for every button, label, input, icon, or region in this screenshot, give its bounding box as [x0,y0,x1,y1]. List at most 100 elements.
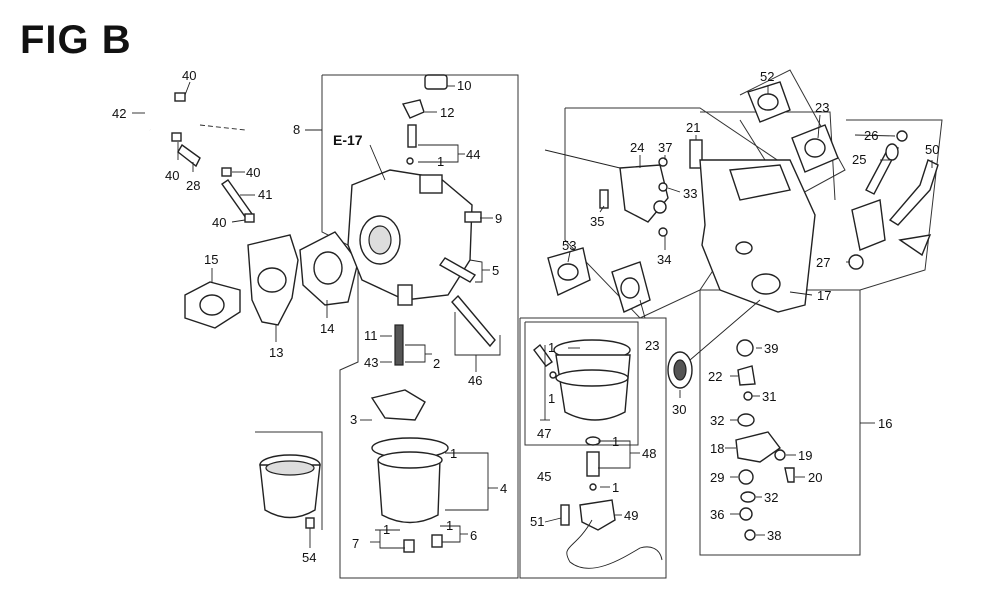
fuel-hose-assembly [145,89,255,223]
hose-clamp-40b [171,132,182,142]
washer-31 [743,391,753,401]
callout-54: 54 [302,550,316,565]
callout-25: 25 [852,152,866,167]
callout-52: 52 [760,69,774,84]
callout-27: 27 [816,255,830,270]
ref-e17: E-17 [333,132,363,148]
lever-18 [735,431,781,463]
callout-43: 43 [364,355,378,370]
throttle-linkage [735,339,795,541]
callout-16: 16 [878,416,892,431]
callout-1-b: 1 [450,446,457,461]
callout-53: 53 [562,238,576,253]
callout-1-e: 1 [548,340,555,355]
callout-2: 2 [433,356,440,371]
screw-44 [407,124,417,148]
valve-49 [579,499,616,531]
callout-1-g: 1 [612,434,619,449]
callout-20: 20 [808,470,822,485]
callout-labels: E-17 42 40 40 28 40 40 41 15 13 14 8 10 … [112,68,939,565]
float-3 [370,389,426,421]
callout-28: 28 [186,178,200,193]
plate-17 [699,159,816,313]
hose-clamp-40a [174,92,186,102]
callout-26: 26 [864,128,878,143]
callout-48: 48 [642,446,656,461]
fuel-cup-1 [555,354,631,421]
screw-35 [599,189,609,209]
callout-21: 21 [686,120,700,135]
screw-51 [560,504,570,526]
callout-7: 7 [352,536,359,551]
callout-22: 22 [708,369,722,384]
callout-36: 36 [710,507,724,522]
nut-36 [739,507,753,521]
callout-1-c: 1 [383,522,390,537]
callout-44: 44 [466,147,480,162]
callout-9: 9 [495,211,502,226]
hose-clamp-40c [221,167,232,177]
callout-30: 30 [672,402,686,417]
callout-12: 12 [440,105,454,120]
callout-1-d: 1 [446,518,453,533]
callout-23-a: 23 [815,100,829,115]
callout-8: 8 [293,122,300,137]
spare-bowl [259,454,321,529]
leader-lines [132,81,933,549]
callout-47: 47 [537,426,551,441]
screw-7 [403,539,415,553]
clip-26 [896,130,908,142]
rod-50 [888,159,939,226]
callout-10: 10 [457,78,471,93]
callout-40-b: 40 [165,168,179,183]
callout-17: 17 [817,288,831,303]
screw-9 [464,211,482,223]
callout-1-f: 1 [548,391,555,406]
washer-38 [744,529,756,541]
nut-29 [738,469,754,485]
nut-39 [736,339,754,357]
float-bowl-4 [377,459,441,524]
nut-27 [848,254,864,270]
callout-31: 31 [762,389,776,404]
callout-32-b: 32 [764,490,778,505]
callout-5: 5 [492,263,499,278]
callout-18: 18 [710,441,724,456]
callout-38: 38 [767,528,781,543]
callout-46: 46 [468,373,482,388]
callout-50: 50 [925,142,939,157]
callout-40-c: 40 [246,165,260,180]
governor-assembly [599,81,939,389]
callout-49: 49 [624,508,638,523]
carburetor-body [347,74,496,553]
callout-35: 35 [590,214,604,229]
callout-24: 24 [630,140,644,155]
callout-40-d: 40 [212,215,226,230]
callout-1-a: 1 [437,154,444,169]
hose-clamp-40d [244,213,255,223]
pin-20 [784,467,795,483]
callout-42: 42 [112,106,126,121]
needle-11 [394,324,404,366]
callout-1-h: 1 [612,480,619,495]
bolt-22 [737,365,756,386]
callout-23-b: 23 [645,338,659,353]
screw-5 [438,257,477,283]
screw-47 [533,343,553,367]
callout-37: 37 [658,140,672,155]
callout-40-a: 40 [182,68,196,83]
callout-11: 11 [364,328,378,343]
spring-25 [851,199,886,251]
callout-51: 51 [530,514,544,529]
callout-13: 13 [269,345,283,360]
callout-39: 39 [764,341,778,356]
washer-32b [740,491,756,503]
fuel-joint-28 [177,143,201,168]
figure-title: FIG B [20,18,132,62]
callout-34: 34 [657,252,671,267]
callout-45: 45 [537,469,551,484]
part-48 [586,451,600,477]
fuel-cup-group [533,247,663,569]
fuel-hose-41 [221,179,253,219]
